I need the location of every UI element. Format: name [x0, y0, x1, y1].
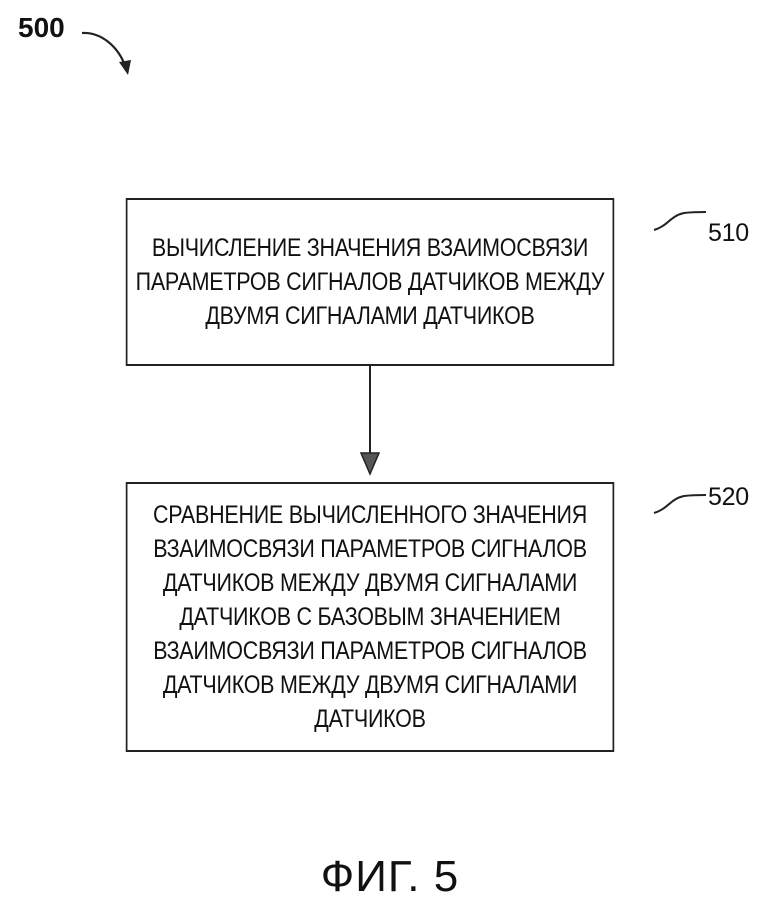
- step-520-line: ДАТЧИКОВ: [153, 702, 587, 736]
- step-box-520: СРАВНЕНИЕ ВЫЧИСЛЕННОГО ЗНАЧЕНИЯ ВЗАИМОСВ…: [126, 482, 614, 752]
- step-510-line: ПАРАМЕТРОВ СИГНАЛОВ ДАТЧИКОВ МЕЖДУ: [136, 265, 605, 299]
- step-label-510: 510: [708, 219, 749, 248]
- flow-connector-arrowhead: [361, 453, 379, 474]
- step-box-510-text: ВЫЧИСЛЕНИЕ ЗНАЧЕНИЯ ВЗАИМОСВЯЗИ ПАРАМЕТР…: [129, 231, 611, 333]
- reference-arrow: [82, 33, 126, 68]
- step-520-line: ДАТЧИКОВ МЕЖДУ ДВУМЯ СИГНАЛАМИ: [153, 566, 587, 600]
- step-box-520-text: СРАВНЕНИЕ ВЫЧИСЛЕННОГО ЗНАЧЕНИЯ ВЗАИМОСВ…: [146, 498, 594, 736]
- step-520-line: ДАТЧИКОВ С БАЗОВЫМ ЗНАЧЕНИЕМ: [153, 600, 587, 634]
- step-520-line: ДАТЧИКОВ МЕЖДУ ДВУМЯ СИГНАЛАМИ: [153, 668, 587, 702]
- leader-line-520: [654, 495, 706, 513]
- figure-reference-number: 500: [18, 12, 65, 44]
- reference-arrow-head: [119, 60, 131, 75]
- step-520-line: ВЗАИМОСВЯЗИ ПАРАМЕТРОВ СИГНАЛОВ: [153, 532, 587, 566]
- step-510-line: ВЫЧИСЛЕНИЕ ЗНАЧЕНИЯ ВЗАИМОСВЯЗИ: [136, 231, 605, 265]
- step-label-520: 520: [708, 483, 749, 512]
- leader-line-510: [654, 212, 706, 230]
- step-520-line: ВЗАИМОСВЯЗИ ПАРАМЕТРОВ СИГНАЛОВ: [153, 634, 587, 668]
- step-520-line: СРАВНЕНИЕ ВЫЧИСЛЕННОГО ЗНАЧЕНИЯ: [153, 498, 587, 532]
- figure-caption: ФИГ. 5: [0, 852, 780, 902]
- step-box-510: ВЫЧИСЛЕНИЕ ЗНАЧЕНИЯ ВЗАИМОСВЯЗИ ПАРАМЕТР…: [126, 198, 614, 366]
- step-510-line: ДВУМЯ СИГНАЛАМИ ДАТЧИКОВ: [136, 299, 605, 333]
